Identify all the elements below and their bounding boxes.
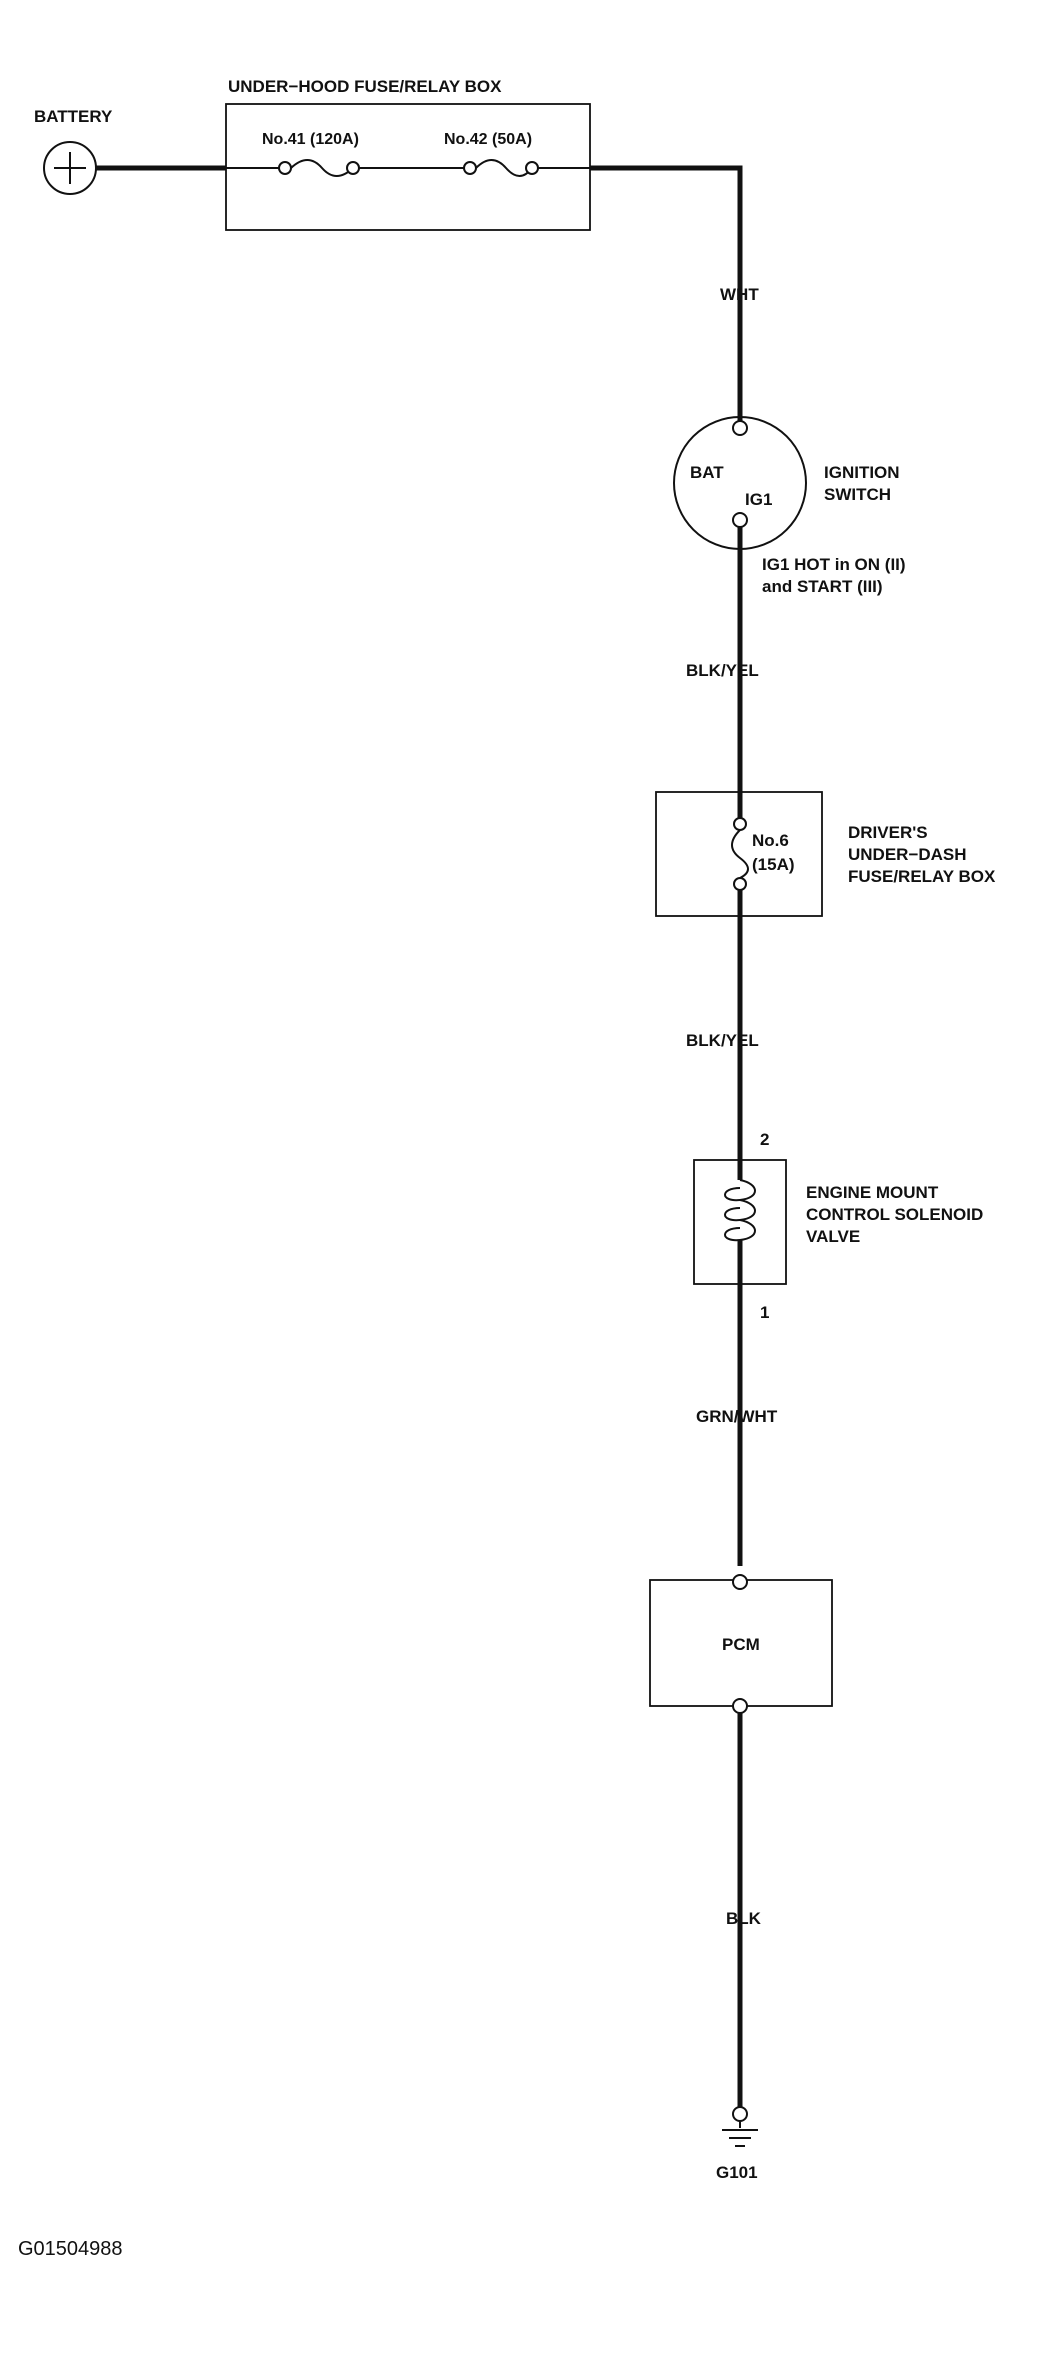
ground-icon xyxy=(722,2106,758,2147)
underdash-box-label-3: FUSE/RELAY BOX xyxy=(848,867,996,886)
wire-wht xyxy=(590,165,743,422)
underdash-box-label-1: DRIVER'S xyxy=(848,823,928,842)
solenoid-pin-1: 1 xyxy=(760,1303,769,1322)
ignition-bat-terminal xyxy=(732,420,748,436)
solenoid-label-2: CONTROL SOLENOID xyxy=(806,1205,983,1224)
wire-wht-label: WHT xyxy=(720,285,759,304)
wire-blk-label: BLK xyxy=(726,1909,762,1928)
ignition-note-1: IG1 HOT in ON (II) xyxy=(762,555,906,574)
ignition-switch-label-1: IGNITION xyxy=(824,463,900,482)
ground-label: G101 xyxy=(716,2163,758,2182)
pcm-label: PCM xyxy=(722,1635,760,1654)
ignition-bat-label: BAT xyxy=(690,463,724,482)
wire-blk-yel-1-label: BLK/YEL xyxy=(686,661,759,680)
wire-grn-wht-label: GRN/WHT xyxy=(696,1407,778,1426)
solenoid-pin-2: 2 xyxy=(760,1130,769,1149)
pcm-ground-terminal xyxy=(732,1698,748,1714)
underdash-box-label-2: UNDER−DASH xyxy=(848,845,967,864)
pcm-input-terminal xyxy=(732,1574,748,1590)
battery-icon xyxy=(43,141,97,195)
underhood-box-title: UNDER−HOOD FUSE/RELAY BOX xyxy=(228,77,502,96)
fuse-41-label: No.41 (120A) xyxy=(262,131,359,148)
ignition-note-2: and START (III) xyxy=(762,577,883,596)
fuse-42-label: No.42 (50A) xyxy=(444,131,532,148)
wire-blk-yel-2-label: BLK/YEL xyxy=(686,1031,759,1050)
diagram-reference-code: G01504988 xyxy=(18,2238,123,2260)
fuse-6-label-2: (15A) xyxy=(752,855,795,874)
fuse-6-label-1: No.6 xyxy=(752,831,789,850)
solenoid-label-1: ENGINE MOUNT xyxy=(806,1183,939,1202)
battery-label: BATTERY xyxy=(34,107,113,126)
fuse-42-icon xyxy=(463,159,539,177)
fuse-41-icon xyxy=(278,159,360,177)
ignition-switch-label-2: SWITCH xyxy=(824,485,891,504)
ignition-ig1-terminal xyxy=(732,512,748,528)
solenoid-coil-icon xyxy=(724,1179,756,1262)
ignition-ig1-label: IG1 xyxy=(745,490,772,509)
fuse-6-icon xyxy=(731,817,749,891)
solenoid-label-3: VALVE xyxy=(806,1227,860,1246)
